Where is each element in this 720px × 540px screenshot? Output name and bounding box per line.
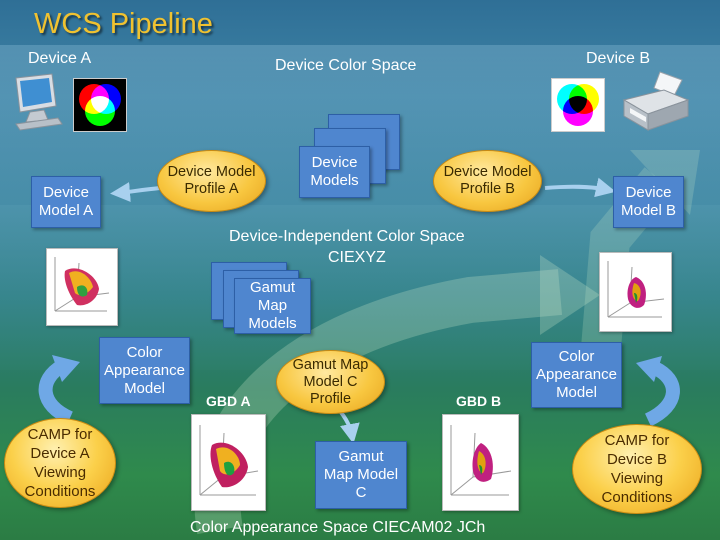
color-appearance-model-a: Color Appearance Model: [99, 337, 190, 404]
camp-device-b: CAMP for Device B Viewing Conditions: [572, 424, 702, 514]
curved-arrow-right: [644, 361, 680, 427]
gamut-plot-b-top: [599, 252, 672, 332]
curved-arrow-left: [38, 359, 74, 425]
gbd-a-label: GBD A: [206, 393, 251, 409]
color-appearance-space-label: Color Appearance Space CIECAM02 JCh: [190, 519, 486, 536]
gbd-a-plot: [191, 414, 266, 511]
arrow-profile-b-to-model-b: [544, 177, 616, 198]
color-wheel-rgb: [73, 78, 127, 132]
gamut-plot-a-top: [46, 248, 118, 326]
device-b-label: Device B: [586, 50, 651, 67]
printer-icon: [622, 71, 690, 131]
device-model-profile-b: Device Model Profile B: [433, 150, 542, 212]
device-a-label: Device A: [28, 50, 92, 67]
gamut-map-model-c-profile: Gamut Map Model C Profile: [276, 350, 385, 414]
gamut-map-model-c-box: Gamut Map Model C: [315, 441, 407, 509]
page-title: WCS Pipeline: [34, 8, 213, 40]
device-independent-label: Device-Independent Color Space: [229, 228, 465, 245]
color-wheel-cmy: [551, 78, 605, 132]
ciexyz-label: CIEXYZ: [328, 249, 386, 266]
color-appearance-model-b: Color Appearance Model: [531, 342, 622, 408]
device-models-box: Device Models: [299, 146, 370, 198]
gamut-map-models-box: Gamut Map Models: [234, 278, 311, 334]
monitor-icon: [15, 73, 63, 131]
camp-device-a: CAMP for Device A Viewing Conditions: [4, 418, 116, 508]
gbd-b-label: GBD B: [456, 393, 502, 409]
device-model-a-box: Device Model A: [31, 176, 101, 228]
device-model-profile-a: Device Model Profile A: [157, 150, 266, 212]
arrow-profile-a-to-model-a: [110, 182, 161, 202]
gbd-b-plot: [442, 414, 519, 511]
device-color-space-label: Device Color Space: [275, 57, 417, 74]
device-model-b-box: Device Model B: [613, 176, 684, 228]
